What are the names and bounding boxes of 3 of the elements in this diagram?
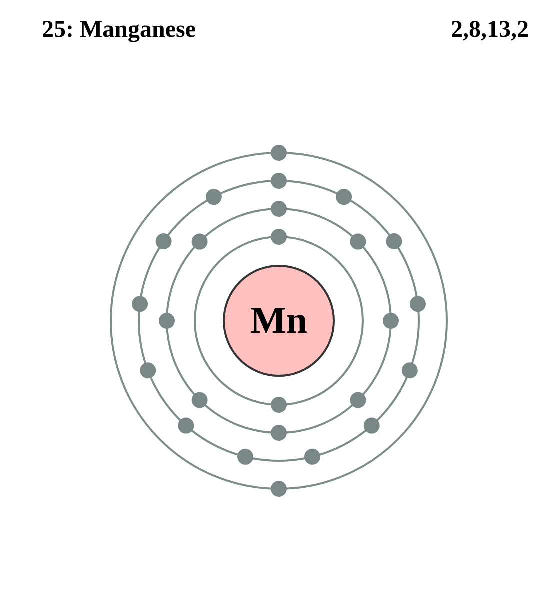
title: 25: Manganese bbox=[42, 17, 196, 44]
element-symbol: Mn bbox=[250, 302, 308, 340]
electron-configuration: 2,8,13,2 bbox=[451, 17, 529, 44]
